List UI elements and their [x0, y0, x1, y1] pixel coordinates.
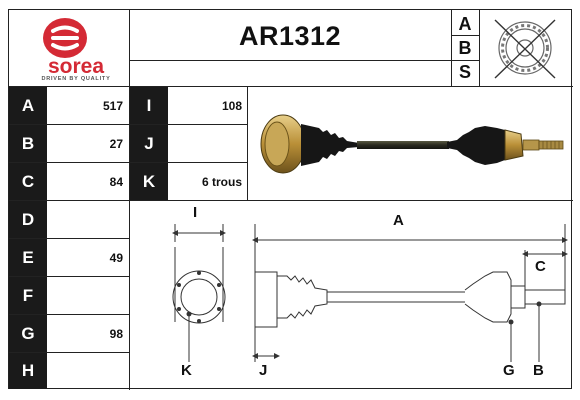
dim-label-a: A [393, 212, 404, 229]
dim-label-c: C [535, 258, 546, 275]
driveshaft-photo [249, 88, 571, 199]
spec-label-f: F [9, 277, 47, 314]
abs-letter-a: A [458, 13, 472, 34]
dim-label-i: I [193, 204, 198, 221]
spec-value-c: 84 [109, 175, 123, 189]
spec-label-e: E [9, 239, 47, 276]
spec-label-k: K [130, 163, 168, 200]
spec-value-i: 108 [221, 99, 242, 113]
abs-letter-b: B [458, 37, 472, 58]
dimension-diagram: I A C K J G B [131, 202, 571, 388]
spec-value-g: 98 [109, 327, 123, 341]
dim-label-b: B [533, 362, 544, 379]
part-number-title: AR1312 [238, 20, 342, 51]
spec-label-j: J [130, 125, 168, 162]
spec-label-d: D [9, 201, 47, 238]
dim-label-k: K [181, 362, 192, 379]
spec-label-i: I [130, 87, 168, 124]
abs-ring-crossed-icon [481, 12, 569, 84]
spec-label-c: C [9, 163, 47, 200]
spec-value-b: 27 [109, 137, 123, 151]
spec-label-g: G [9, 315, 47, 352]
spec-label-a: A [9, 87, 47, 124]
spec-value-k: 6 trous [201, 175, 242, 189]
brand-logo: sorea DRIVEN BY QUALITY [9, 10, 129, 86]
dim-label-g: G [503, 362, 515, 379]
logo-mark [43, 18, 87, 58]
brand-name: sorea [47, 55, 105, 78]
spec-value-a: 517 [102, 99, 123, 113]
brand-tagline: DRIVEN BY QUALITY [41, 76, 111, 82]
spec-label-b: B [9, 125, 47, 162]
dim-label-j: J [259, 362, 268, 379]
product-sheet: sorea DRIVEN BY QUALITY AR1312 A B S A B… [8, 9, 573, 390]
abs-letter-s: S [458, 61, 471, 82]
spec-value-e: 49 [109, 251, 123, 265]
spec-label-h: H [9, 353, 47, 389]
